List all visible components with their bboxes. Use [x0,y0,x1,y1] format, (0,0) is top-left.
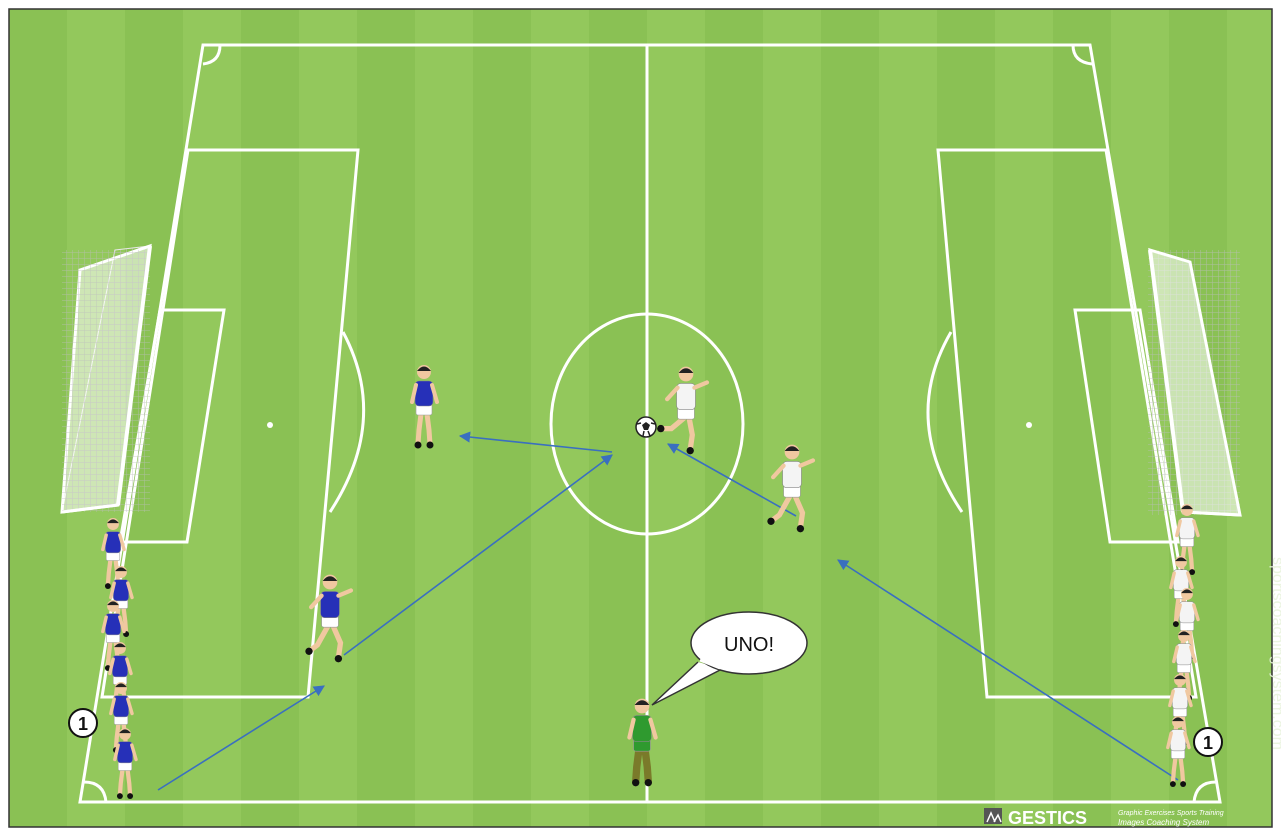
speech-bubble-text: UNO! [724,634,774,656]
grass-stripe [241,9,299,827]
grass-stripe [357,9,415,827]
left-penalty-spot [267,422,273,428]
right-team-number: 1 [1203,733,1213,753]
grass-stripe [9,9,67,827]
left-team-number: 1 [78,714,88,734]
right-team-number-marker: 1 [1194,728,1222,756]
left-team-number-marker: 1 [69,709,97,737]
left-goal [62,246,150,512]
grass-stripe [937,9,995,827]
gestics-logo-text: GESTICS [1008,808,1087,828]
gestics-tagline-1: Graphic Exercises Sports Training [1118,810,1224,817]
gestics-tagline-2: Images Coaching System [1118,818,1209,827]
right-penalty-spot [1026,422,1032,428]
grass-stripe [473,9,531,827]
website-watermark: sportscoachingsystem.com [1269,557,1281,750]
grass-stripe [705,9,763,827]
grass-stripe [821,9,879,827]
soccer-ball-icon [636,417,656,437]
right-goal [1148,250,1240,515]
